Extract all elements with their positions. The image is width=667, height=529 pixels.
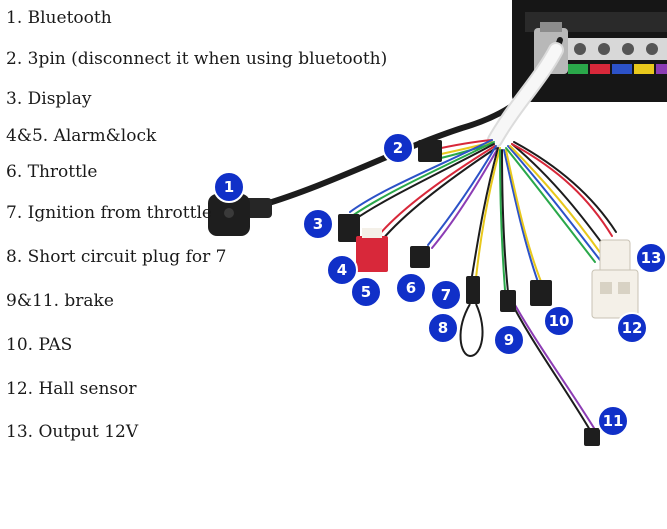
legend-item-6: 6. Throttle [6,162,98,182]
marker-7: 7 [430,279,462,311]
marker-label: 8 [438,319,448,337]
marker-label: 4 [337,261,347,279]
marker-label: 3 [313,215,323,233]
marker-13: 13 [635,242,667,274]
marker-3: 3 [302,208,334,240]
legend-item-3: 3. Display [6,89,92,109]
marker-circle [543,305,575,337]
marker-label: 12 [622,319,643,337]
marker-circle [597,405,629,437]
marker-circle [302,208,334,240]
marker-circle [427,312,459,344]
marker-label: 13 [641,249,662,267]
marker-circle [395,272,427,304]
marker-label: 11 [603,412,624,430]
marker-label: 6 [406,279,416,297]
marker-5: 5 [350,276,382,308]
marker-circle [493,324,525,356]
marker-circle [430,279,462,311]
marker-11: 11 [597,405,629,437]
legend-item-13: 13. Output 12V [6,422,139,442]
marker-8: 8 [427,312,459,344]
marker-6: 6 [395,272,427,304]
bluetooth-module [208,194,272,236]
marker-label: 10 [549,312,570,330]
marker-label: 2 [393,139,403,157]
legend-item-12: 12. Hall sensor [6,379,137,399]
marker-12: 12 [616,312,648,344]
marker-10: 10 [543,305,575,337]
marker-label: 7 [441,286,451,304]
marker-circle [382,132,414,164]
legend-item-4-5: 4&5. Alarm&lock [6,126,157,146]
marker-circle [616,312,648,344]
legend-item-2: 2. 3pin (disconnect it when using blueto… [6,49,388,69]
marker-9: 9 [493,324,525,356]
marker-circle [326,254,358,286]
legend-item-9-11: 9&11. brake [6,291,114,311]
marker-circle [635,242,667,274]
marker-label: 9 [504,331,514,349]
marker-2: 2 [382,132,414,164]
marker-label: 1 [224,178,234,196]
marker-label: 5 [361,283,371,301]
marker-circle [213,171,245,203]
legend-item-10: 10. PAS [6,335,73,355]
legend-item-8: 8. Short circuit plug for 7 [6,247,227,267]
legend-item-1: 1. Bluetooth [6,8,112,28]
legend-item-7: 7. Ignition from throttle [6,203,212,223]
marker-1: 1 [213,171,245,203]
marker-circle [350,276,382,308]
marker-4: 4 [326,254,358,286]
connectors [338,140,639,446]
wire-bundle [349,139,617,431]
